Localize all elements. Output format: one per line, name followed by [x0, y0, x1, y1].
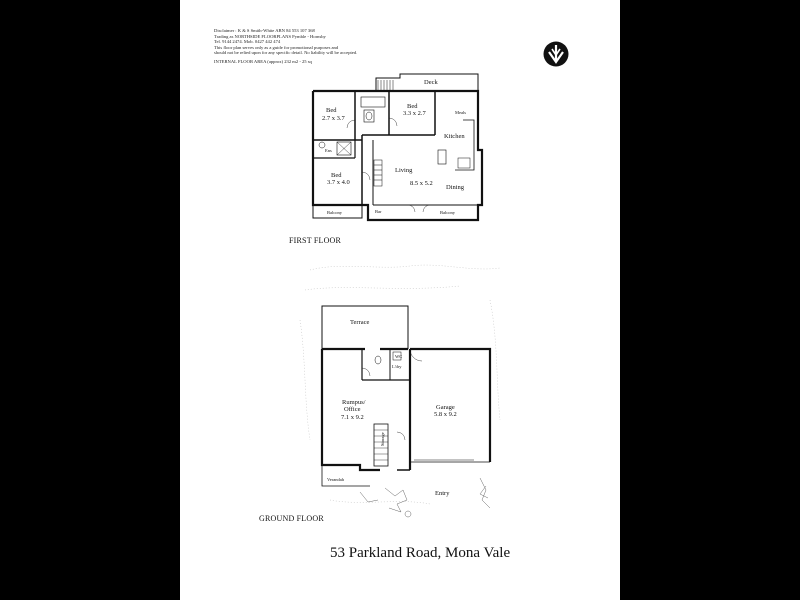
bed2-size: 3.3 x 2.7: [403, 110, 427, 117]
first-floor-heading: FIRST FLOOR: [289, 236, 342, 245]
bed3-size: 3.7 x 4.0: [327, 179, 350, 186]
disclaimer-line: This floor plan serves only as a guide f…: [214, 44, 339, 50]
living-size: 8.5 x 5.2: [410, 180, 433, 187]
disclaimer-line: should not be relied upon for any specif…: [214, 50, 358, 56]
garage-label: Garage: [436, 404, 455, 411]
meals-label: Meals: [455, 110, 466, 115]
balcony-right-label: Balcony: [440, 210, 456, 215]
entry-label: Entry: [435, 490, 450, 497]
property-address: 53 Parkland Road, Mona Vale: [330, 545, 511, 561]
first-floor-labels: Deck Bed 2.7 x 3.7 Bed 3.3 x 2.7 Meals K…: [322, 79, 466, 215]
bar-label: Bar: [375, 209, 382, 214]
terrace-label: Terrace: [350, 319, 370, 326]
garage-size: 5.8 x 9.2: [434, 411, 457, 418]
kitchen-label: Kitchen: [444, 133, 465, 140]
deck-label: Deck: [424, 79, 438, 86]
verandah-label: Verandah: [327, 477, 345, 482]
northside-logo-icon: [543, 41, 569, 67]
bed1-size: 2.7 x 3.7: [322, 115, 346, 122]
rumpus-label: Rumpus/: [342, 399, 366, 406]
disclaimer-line: Disclaimer : K & S Smith-White ABN 84 55…: [214, 28, 315, 33]
rumpus-size: 7.1 x 9.2: [341, 414, 364, 421]
ground-floor-labels: Terrace WC L'dry Rumpus/ Office 7.1 x 9.…: [327, 319, 457, 497]
bed1-label: Bed: [326, 107, 337, 114]
office-label: Office: [344, 406, 361, 413]
ground-floor-heading: GROUND FLOOR: [259, 514, 324, 523]
disclaimer: Disclaimer : K & S Smith-White ABN 84 55…: [214, 28, 544, 65]
floor-area: INTERNAL FLOOR AREA (approx) 232 m2 - 25…: [214, 58, 312, 64]
bed2-label: Bed: [407, 103, 418, 110]
balcony-left-label: Balcony: [327, 210, 343, 215]
disclaimer-line: Tel. 9144 2474. Mob. 0427 442 474: [214, 39, 281, 45]
bed3-label: Bed: [331, 172, 342, 179]
disclaimer-line: Trading as NORTHSIDE FLOORPLANS Pymble -…: [214, 33, 326, 39]
floorplan-sheet: [180, 0, 620, 600]
laundry-label: L'dry: [392, 364, 402, 369]
living-label: Living: [395, 167, 413, 174]
dining-label: Dining: [446, 184, 465, 191]
storage-label: Storage: [380, 432, 385, 446]
wc-label: WC: [395, 354, 402, 359]
ensuite-label: Ens: [325, 148, 332, 153]
